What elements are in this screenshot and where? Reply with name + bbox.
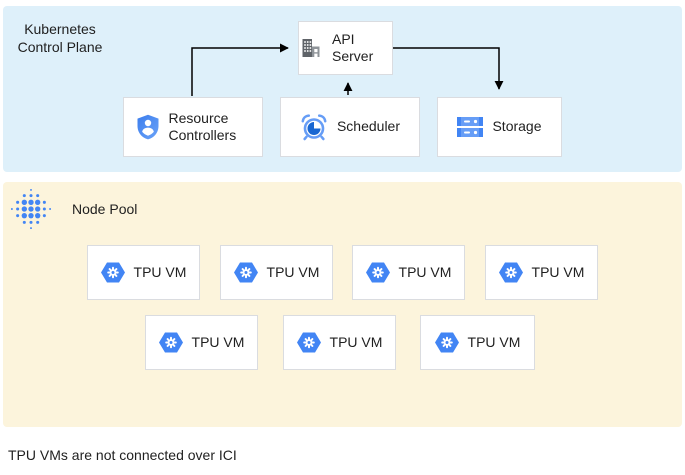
scheduler-label: Scheduler (336, 118, 401, 135)
tpu-vm-node: TPU VM (87, 245, 200, 300)
hexagon-gear-icon (498, 262, 523, 283)
hexagon-gear-icon (158, 332, 183, 353)
node-pool-header: Node Pool (10, 188, 137, 230)
tpu-vm-node: TPU VM (220, 245, 333, 300)
shield-user-icon (137, 114, 158, 140)
hexagon-gear-icon (100, 262, 125, 283)
footnote: TPU VMs are not connected over ICI (8, 447, 237, 463)
control-plane-title: Kubernetes Control Plane (17, 21, 103, 56)
alarm-clock-icon (301, 114, 327, 141)
scheduler-node: Scheduler (280, 97, 420, 157)
tpu-vm-node: TPU VM (352, 245, 465, 300)
tpu-vm-node: TPU VM (283, 315, 396, 370)
building-icon (302, 39, 320, 57)
storage-node: Storage (437, 97, 562, 157)
tpu-vm-label: TPU VM (467, 333, 521, 350)
storage-disks-icon (457, 117, 484, 137)
tpu-vm-node: TPU VM (420, 315, 535, 370)
tpu-vm-label: TPU VM (133, 263, 187, 280)
storage-label: Storage (492, 118, 542, 135)
tpu-vm-node: TPU VM (485, 245, 598, 300)
dotted-circle-icon (10, 188, 52, 230)
hexagon-gear-icon (296, 332, 321, 353)
tpu-vm-node: TPU VM (145, 315, 258, 370)
hexagon-gear-icon (233, 262, 258, 283)
tpu-vm-label: TPU VM (191, 333, 245, 350)
node-pool-zone (3, 182, 682, 427)
hexagon-gear-icon (434, 332, 459, 353)
tpu-vm-label: TPU VM (398, 263, 452, 280)
api-server-label: API Server (332, 30, 374, 65)
resource-controllers-node: Resource Controllers (123, 97, 263, 157)
hexagon-gear-icon (365, 262, 390, 283)
tpu-vm-label: TPU VM (329, 333, 383, 350)
api-server-node: API Server (298, 21, 393, 75)
node-pool-title: Node Pool (72, 201, 138, 217)
tpu-vm-label: TPU VM (531, 263, 585, 280)
resource-controllers-label: Resource Controllers (168, 109, 237, 144)
tpu-vm-label: TPU VM (266, 263, 320, 280)
